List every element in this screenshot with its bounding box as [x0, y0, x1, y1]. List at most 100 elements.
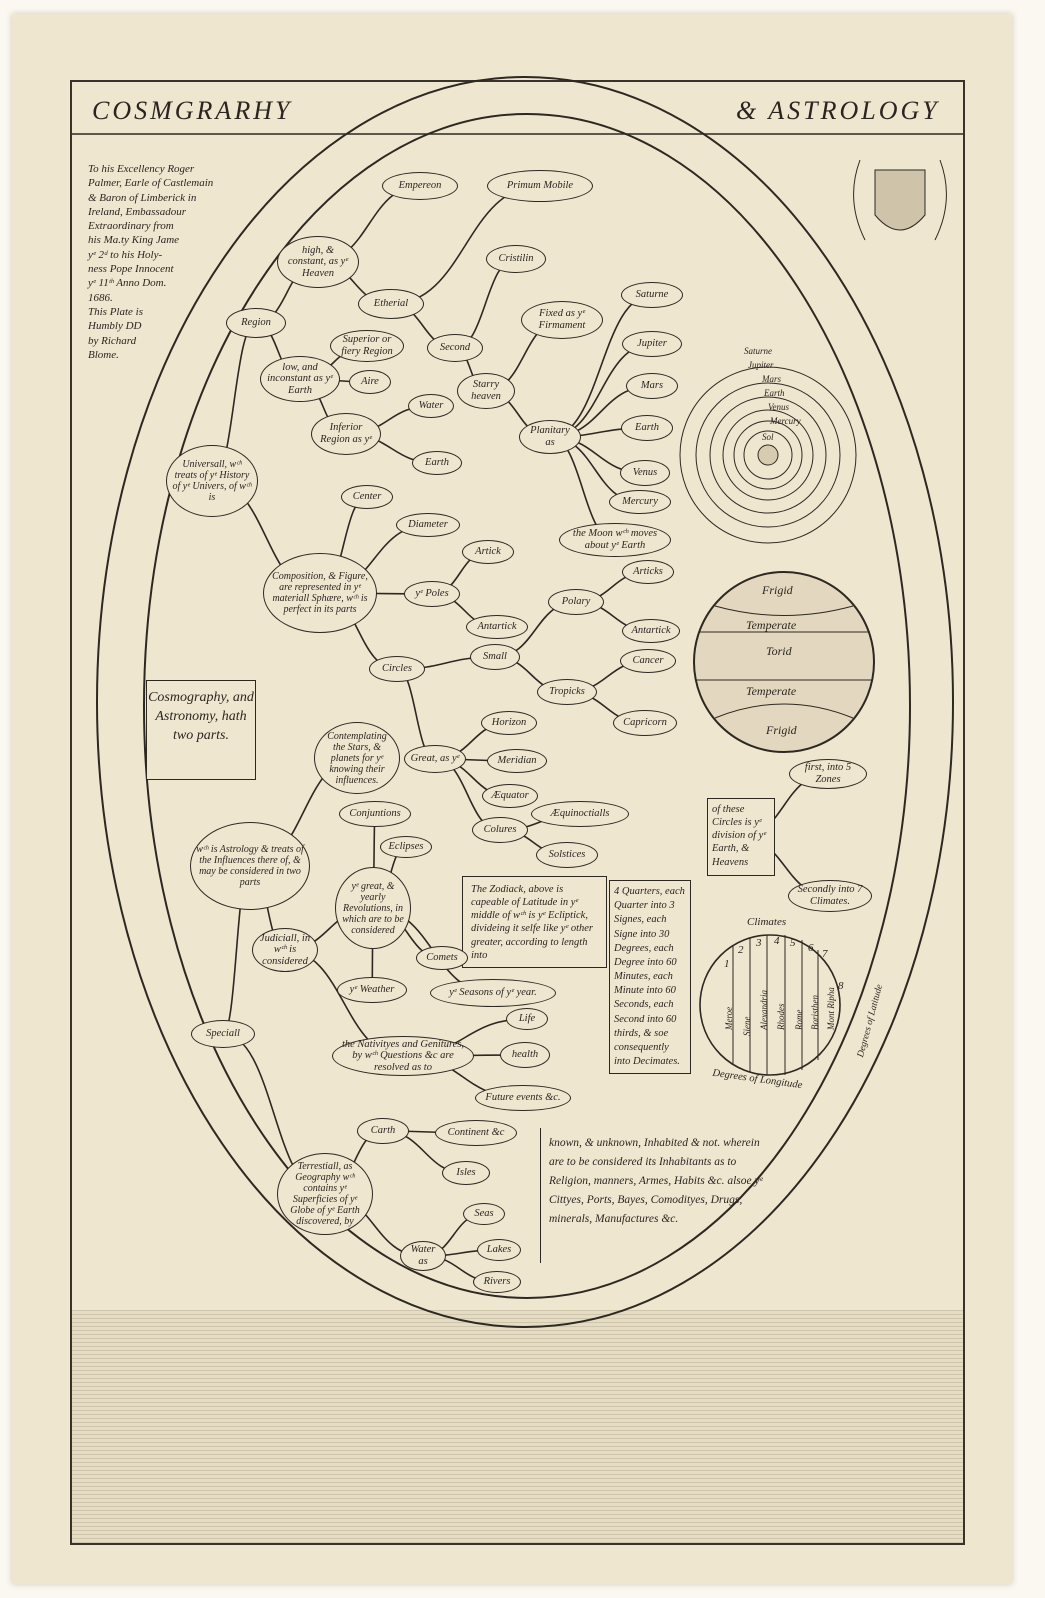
node-composition: Composition, & Figure, are represented i…	[263, 553, 377, 633]
node-jupiter: Jupiter	[622, 331, 682, 357]
planet-label: Mercury	[770, 416, 801, 426]
node-aire: Aire	[349, 370, 391, 394]
node-inferior: Inferior Region as yᵉ	[311, 413, 381, 455]
climate-number: 5	[790, 937, 796, 949]
node-comets: Comets	[416, 946, 468, 970]
climate-place: Rhodes	[776, 1003, 786, 1031]
node-diameter: Diameter	[396, 513, 460, 537]
node-conjuntions: Conjuntions	[339, 801, 411, 827]
node-meridian: Meridian	[487, 749, 547, 773]
dedication-line: Humbly DD	[88, 320, 142, 333]
climate-number: 4	[774, 935, 780, 947]
node-aequator: Æquator	[482, 784, 538, 808]
node-capricorn: Capricorn	[613, 710, 677, 736]
dedication-line: 1686.	[88, 291, 113, 304]
climate-number: 3	[756, 937, 762, 949]
node-etherial: Etherial	[358, 289, 424, 319]
zone-label: Torid	[766, 644, 792, 658]
node-speciall: Speciall	[191, 1020, 255, 1048]
climate-place: Rome	[794, 1009, 804, 1031]
dedication-line: yᵉ 2ᵈ to his Holy-	[88, 248, 163, 261]
dedication-line: This Plate is	[88, 305, 144, 318]
dedication-line: yᵉ 11ᵗʰ Anno Dom.	[88, 277, 167, 290]
climate-place: Alexandria	[759, 990, 769, 1030]
node-nativityes: the Nativityes and Genitures, by wᶜʰ Que…	[332, 1036, 474, 1076]
node-colures: Colures	[472, 817, 528, 843]
node-cancer: Cancer	[620, 649, 676, 673]
climate-number: 2	[738, 944, 744, 956]
node-antartick2: Antartick	[622, 619, 680, 643]
node-astrology: wᶜʰ is Astrology & treats of the Influen…	[190, 822, 310, 910]
node-starry: Starry heaven	[457, 373, 515, 409]
dedication-line: & Baron of Limberick in	[88, 191, 197, 204]
node-tropicks: Tropicks	[537, 679, 597, 705]
known-box: known, & unknown, Inhabited & not. where…	[540, 1128, 780, 1263]
planet-label: Jupiter	[748, 360, 774, 370]
node-judiciall: Judiciall, in wᶜʰ is considered	[252, 928, 318, 972]
quarters-box: 4 Quarters, each Quarter into 3 Signes, …	[609, 880, 691, 1075]
planet-label: Mars	[762, 374, 782, 384]
node-revolutions: yᵉ great, & yearly Revolutions, in which…	[335, 867, 411, 949]
planet-label: Saturne	[744, 346, 772, 356]
node-lakes: Lakes	[477, 1239, 521, 1261]
zone-label: Temperate	[746, 618, 797, 632]
node-fixed: Fixed as yᵉ Firmament	[521, 301, 603, 339]
dedication-line: To his Excellency Roger	[88, 163, 195, 175]
allegorical-scene	[72, 1310, 963, 1543]
zone-label: Temperate	[746, 684, 797, 698]
climate-place: Siene	[742, 1016, 752, 1037]
node-empereon: Empereon	[382, 172, 458, 200]
node-antartick: Antartick	[466, 615, 528, 639]
node-life: Life	[506, 1008, 548, 1030]
node-circles: Circles	[369, 656, 425, 682]
node-future: Future events &c.	[475, 1085, 571, 1111]
node-artick: Artick	[462, 540, 514, 564]
node-universall: Universall, wᶜʰ treats of yᵉ History of …	[166, 445, 258, 517]
node-earthp: Earth	[621, 415, 673, 441]
zone-label: Frigid	[766, 723, 797, 737]
dedication-line: Palmer, Earle of Castlemain	[88, 177, 214, 190]
node-first: first, into 5 Zones	[789, 759, 867, 789]
planet-label: Sol	[762, 432, 774, 442]
node-primum: Primum Mobile	[487, 170, 593, 202]
node-contemplating: Contemplating the Stars, & planets for y…	[314, 722, 400, 794]
node-seasons: yᵉ Seasons of yᵉ year.	[430, 979, 556, 1007]
node-health: health	[500, 1042, 550, 1068]
node-weather: yᵉ Weather	[337, 977, 407, 1003]
node-water: Water	[408, 394, 454, 418]
node-solstices: Solstices	[536, 842, 598, 868]
node-mars: Mars	[626, 373, 678, 399]
node-cristilin: Cristilin	[486, 245, 546, 273]
node-horizon: Horizon	[481, 711, 537, 735]
climate-place: Mont Ripha	[826, 987, 836, 1030]
climate-number: 1	[724, 958, 730, 970]
node-eclipses: Eclipses	[380, 836, 432, 858]
climate-place: Boristhen	[810, 995, 820, 1030]
node-great: Great, as yᵉ	[404, 745, 466, 773]
node-small: Small	[470, 644, 520, 670]
dedication-line: Ireland, Embassadour	[88, 205, 186, 218]
node-saturne: Saturne	[621, 282, 683, 308]
node-secondly: Secondly into 7 Climates.	[788, 880, 872, 912]
cosmography-banner: Cosmography, and Astronomy, hath two par…	[146, 680, 256, 780]
dedication-line: by Richard	[88, 334, 137, 347]
planet-label: Venus	[768, 402, 789, 412]
zone-label: Frigid	[762, 583, 793, 597]
node-polary: Polary	[548, 589, 604, 615]
node-center: Center	[341, 485, 393, 509]
node-moon: the Moon wᶜʰ moves about yᵉ Earth	[559, 523, 671, 557]
node-aequinoctialls: Æquinoctialls	[531, 801, 629, 827]
climate-number: 7	[822, 948, 828, 960]
node-planitary: Planitary as	[519, 420, 581, 454]
dedication-line: ness Pope Innocent	[88, 263, 174, 276]
node-carth: Carth	[357, 1118, 409, 1144]
node-articks: Articks	[622, 560, 674, 584]
dedication-line: Blome.	[88, 348, 119, 361]
climate-number: 8	[838, 980, 844, 992]
climate-place: Meroe	[724, 1006, 734, 1030]
dedication-line: his Ma.ty King Jame	[88, 234, 180, 247]
node-isles: Isles	[442, 1161, 490, 1185]
node-seas: Seas	[463, 1203, 505, 1225]
node-rivers: Rivers	[473, 1271, 521, 1293]
